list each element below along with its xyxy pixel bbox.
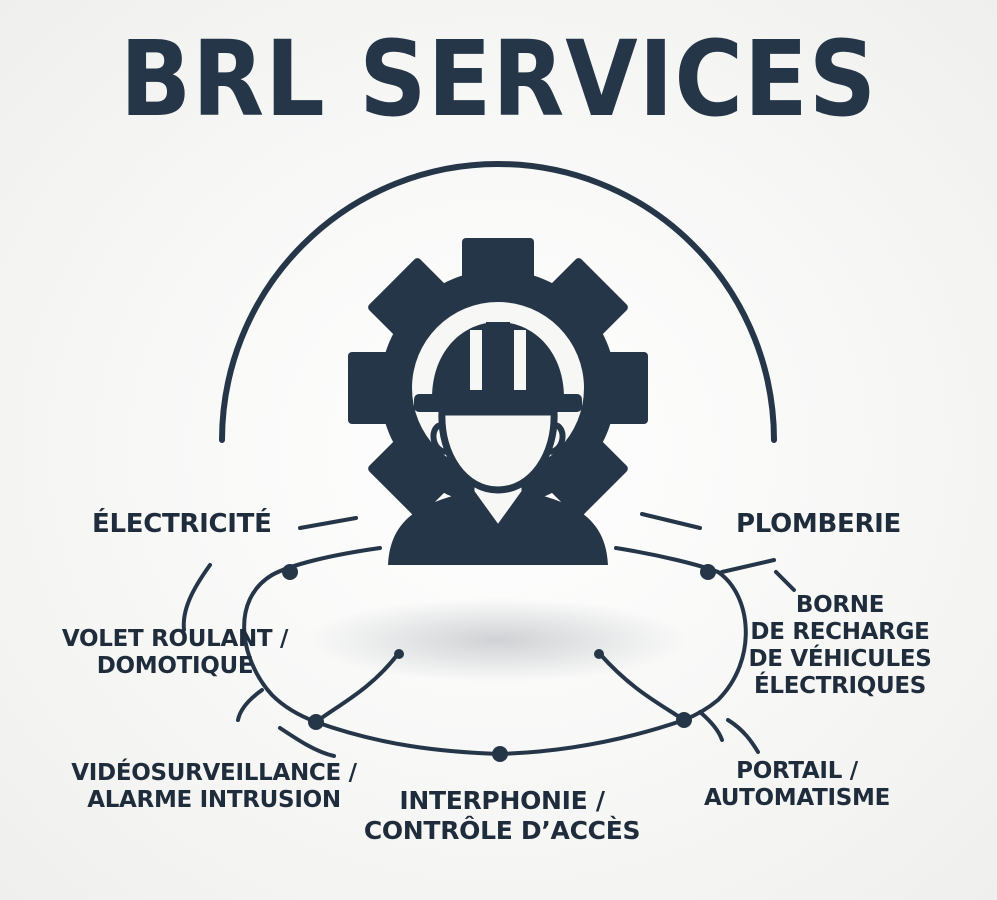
worker-head — [438, 408, 558, 494]
service-label-line: ÉLECTRIQUES — [753, 673, 927, 700]
service-label-borne-recharge: BORNE DE RECHARGE DE VÉHICULES ÉLECTRIQU… — [740, 592, 940, 701]
network-nodes — [282, 564, 716, 762]
outer-arc — [219, 161, 777, 443]
service-label-plomberie: PLOMBERIE — [736, 509, 901, 540]
service-label-portail: PORTAIL / AUTOMATISME — [682, 758, 912, 812]
service-label-line: DE RECHARGE — [750, 619, 930, 646]
service-label-line: VIDÉOSURVEILLANCE / — [71, 760, 357, 786]
network-lines — [181, 512, 796, 758]
figure-shadow — [308, 598, 688, 682]
node-electricite — [282, 564, 298, 580]
worker-body — [388, 490, 608, 565]
node-plomberie — [700, 564, 716, 580]
service-label-line: VOLET ROULANT / — [61, 626, 289, 652]
node-interphonie — [492, 746, 508, 762]
service-label-interphonie: INTERPHONIE / CONTRÔLE D’ACCÈS — [352, 786, 652, 845]
service-label-line: PLOMBERIE — [736, 509, 902, 539]
page-title: BRL SERVICES — [119, 18, 878, 140]
service-label-line: CONTRÔLE D’ACCÈS — [363, 815, 641, 845]
service-label-line: INTERPHONIE / — [399, 786, 605, 815]
service-label-volet-roulant: VOLET ROULANT / DOMOTIQUE — [60, 626, 290, 680]
service-label-line: ALARME INTRUSION — [87, 787, 341, 814]
service-label-line: ÉLECTRICITÉ — [92, 509, 272, 539]
service-label-line: DOMOTIQUE — [96, 653, 254, 680]
node-inner-left — [394, 649, 404, 659]
service-label-videosurveillance: VIDÉOSURVEILLANCE / ALARME INTRUSION — [64, 760, 364, 814]
node-video — [308, 714, 324, 730]
hard-hat-icon — [414, 322, 582, 412]
service-label-line: DE VÉHICULES — [748, 646, 932, 673]
worker-icon — [388, 322, 608, 565]
service-label-line: PORTAIL / — [736, 758, 858, 784]
service-label-electricite: ÉLECTRICITÉ — [92, 509, 272, 540]
service-label-line: AUTOMATISME — [703, 785, 891, 812]
node-portail — [676, 712, 692, 728]
service-label-line: BORNE — [795, 592, 885, 618]
node-inner-right — [594, 649, 604, 659]
